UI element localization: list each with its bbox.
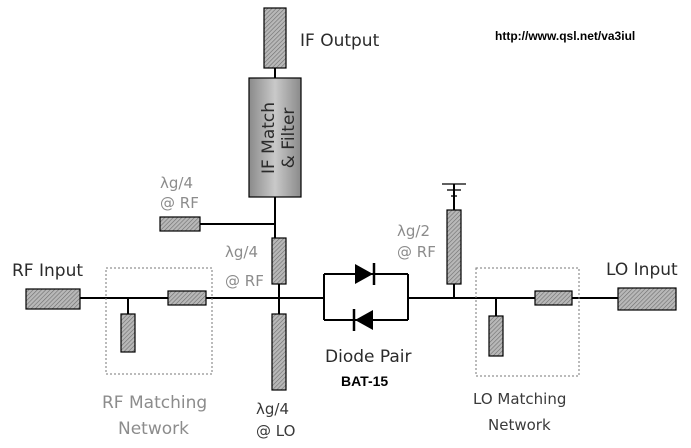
if-filter-text-line1-group: IF Match bbox=[259, 102, 279, 174]
diode-pair bbox=[323, 263, 409, 331]
rf-match-series-line bbox=[167, 290, 207, 306]
lo-network-label-2: Network bbox=[488, 416, 551, 434]
if-filter-text-line2-group: & Filter bbox=[279, 108, 299, 169]
if-output-port bbox=[263, 7, 287, 69]
lo-quarter-stub bbox=[271, 313, 287, 391]
rf-stub-label-1: λg/4 bbox=[225, 243, 258, 261]
if-rf-stub-label-1: λg/4 bbox=[160, 174, 193, 192]
lo-match-shunt-stub bbox=[488, 315, 504, 357]
lo-input-label: LO Input bbox=[606, 260, 678, 280]
lo-network-label-1: LO Matching bbox=[473, 390, 566, 408]
rf-half-wave-stub bbox=[446, 209, 462, 285]
rf-stub-label-2: @ RF bbox=[225, 272, 264, 290]
if-rf-stub-label-2: @ RF bbox=[160, 194, 199, 212]
diode-pair-label: Diode Pair bbox=[325, 347, 412, 367]
if-output-label: IF Output bbox=[300, 31, 380, 51]
lo-stub-label-1: λg/4 bbox=[256, 400, 289, 418]
lo-matching-network-box bbox=[475, 267, 580, 377]
rf-input-port bbox=[25, 288, 81, 310]
diode-top-icon bbox=[355, 264, 373, 284]
if-filter-label-line1: IF Match bbox=[259, 102, 279, 174]
half-stub-label-2: @ RF bbox=[397, 243, 436, 261]
rf-network-label-1: RF Matching bbox=[102, 393, 207, 413]
half-stub-label-1: λg/2 bbox=[397, 222, 430, 240]
lo-stub-label-2: @ LO bbox=[256, 422, 295, 440]
rf-matching-network-box bbox=[105, 267, 213, 375]
diode-bottom-icon bbox=[355, 310, 373, 330]
lo-match-series-line bbox=[534, 290, 573, 306]
if-filter-label-line2: & Filter bbox=[279, 108, 299, 169]
if-rf-quarter-stub bbox=[159, 216, 201, 232]
lo-input-port bbox=[617, 287, 677, 311]
source-url: http://www.qsl.net/va3iul bbox=[495, 29, 635, 43]
rf-input-label: RF Input bbox=[12, 261, 83, 281]
rf-quarter-stub bbox=[271, 237, 287, 285]
rf-network-label-2: Network bbox=[118, 419, 189, 439]
diode-part-label: BAT-15 bbox=[341, 373, 388, 389]
rf-match-shunt-stub bbox=[120, 313, 136, 353]
